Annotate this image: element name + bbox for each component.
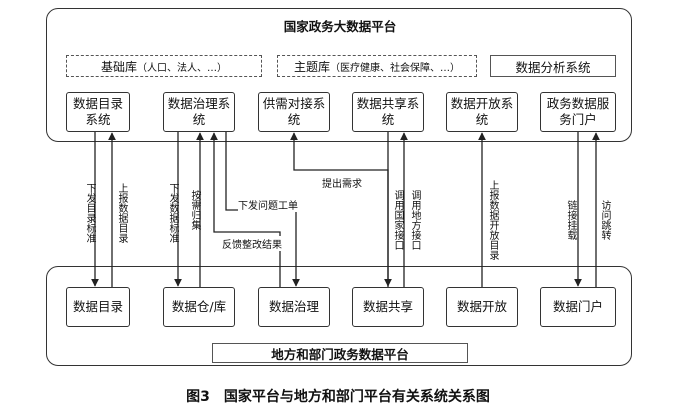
arrow-rectify-up: [210, 132, 281, 287]
base-library-label: 基础库: [100, 59, 137, 74]
label-warehouse-down: 下发数据标准: [167, 183, 178, 243]
national-open-data-system: 数据开放系统: [446, 92, 518, 132]
label-call-national: 调用国家接口: [392, 190, 403, 250]
base-library-sub: （人口、法人、…）: [137, 62, 227, 74]
national-sharing-system: 数据共享系统: [352, 92, 424, 132]
data-analysis-system-box: 数据分析系统: [490, 55, 616, 77]
national-governance-system: 数据治理系统: [163, 92, 235, 132]
base-library-box: 基础库 （人口、法人、…）: [66, 55, 262, 77]
local-platform-title: 地方和部门政务数据平台: [212, 343, 468, 363]
label-catalog-up: 上报数据目录: [116, 183, 127, 243]
arrow-demand-up: [290, 132, 389, 287]
label-catalog-down: 下发目录标准: [84, 183, 95, 243]
local-portal: 数据门户: [540, 287, 616, 327]
label-warehouse-up: 按需归集: [189, 190, 200, 230]
national-supply-demand-system: 供需对接系统: [258, 92, 330, 132]
label-rectify-up: 反馈整改结果: [222, 236, 282, 251]
label-issue-down: 下发问题工单: [238, 197, 298, 212]
local-warehouse: 数据仓/库: [163, 287, 235, 327]
figure-caption: 图3 国家平台与地方和部门平台有关系统关系图: [186, 389, 490, 405]
national-service-portal: 政务数据服务门户: [540, 92, 616, 132]
label-link-mount: 链接挂载: [565, 200, 576, 240]
label-call-local: 调用地方接口: [409, 190, 420, 250]
label-visit-jump: 访问跳转: [599, 200, 610, 240]
label-demand-up: 提出需求: [322, 175, 362, 190]
national-catalog-system: 数据目录系统: [66, 92, 130, 132]
local-governance: 数据治理: [258, 287, 330, 327]
topic-library-box: 主题库 （医疗健康、社会保障、…）: [277, 55, 477, 77]
local-catalog: 数据目录: [66, 287, 130, 327]
national-platform-title: 国家政务大数据平台: [283, 19, 397, 34]
local-sharing: 数据共享: [352, 287, 424, 327]
topic-library-label: 主题库: [293, 59, 330, 74]
label-open-up: 上报数据开放目录: [487, 180, 498, 260]
topic-library-sub: （医疗健康、社会保障、…）: [330, 62, 460, 74]
local-open-data: 数据开放: [446, 287, 518, 327]
